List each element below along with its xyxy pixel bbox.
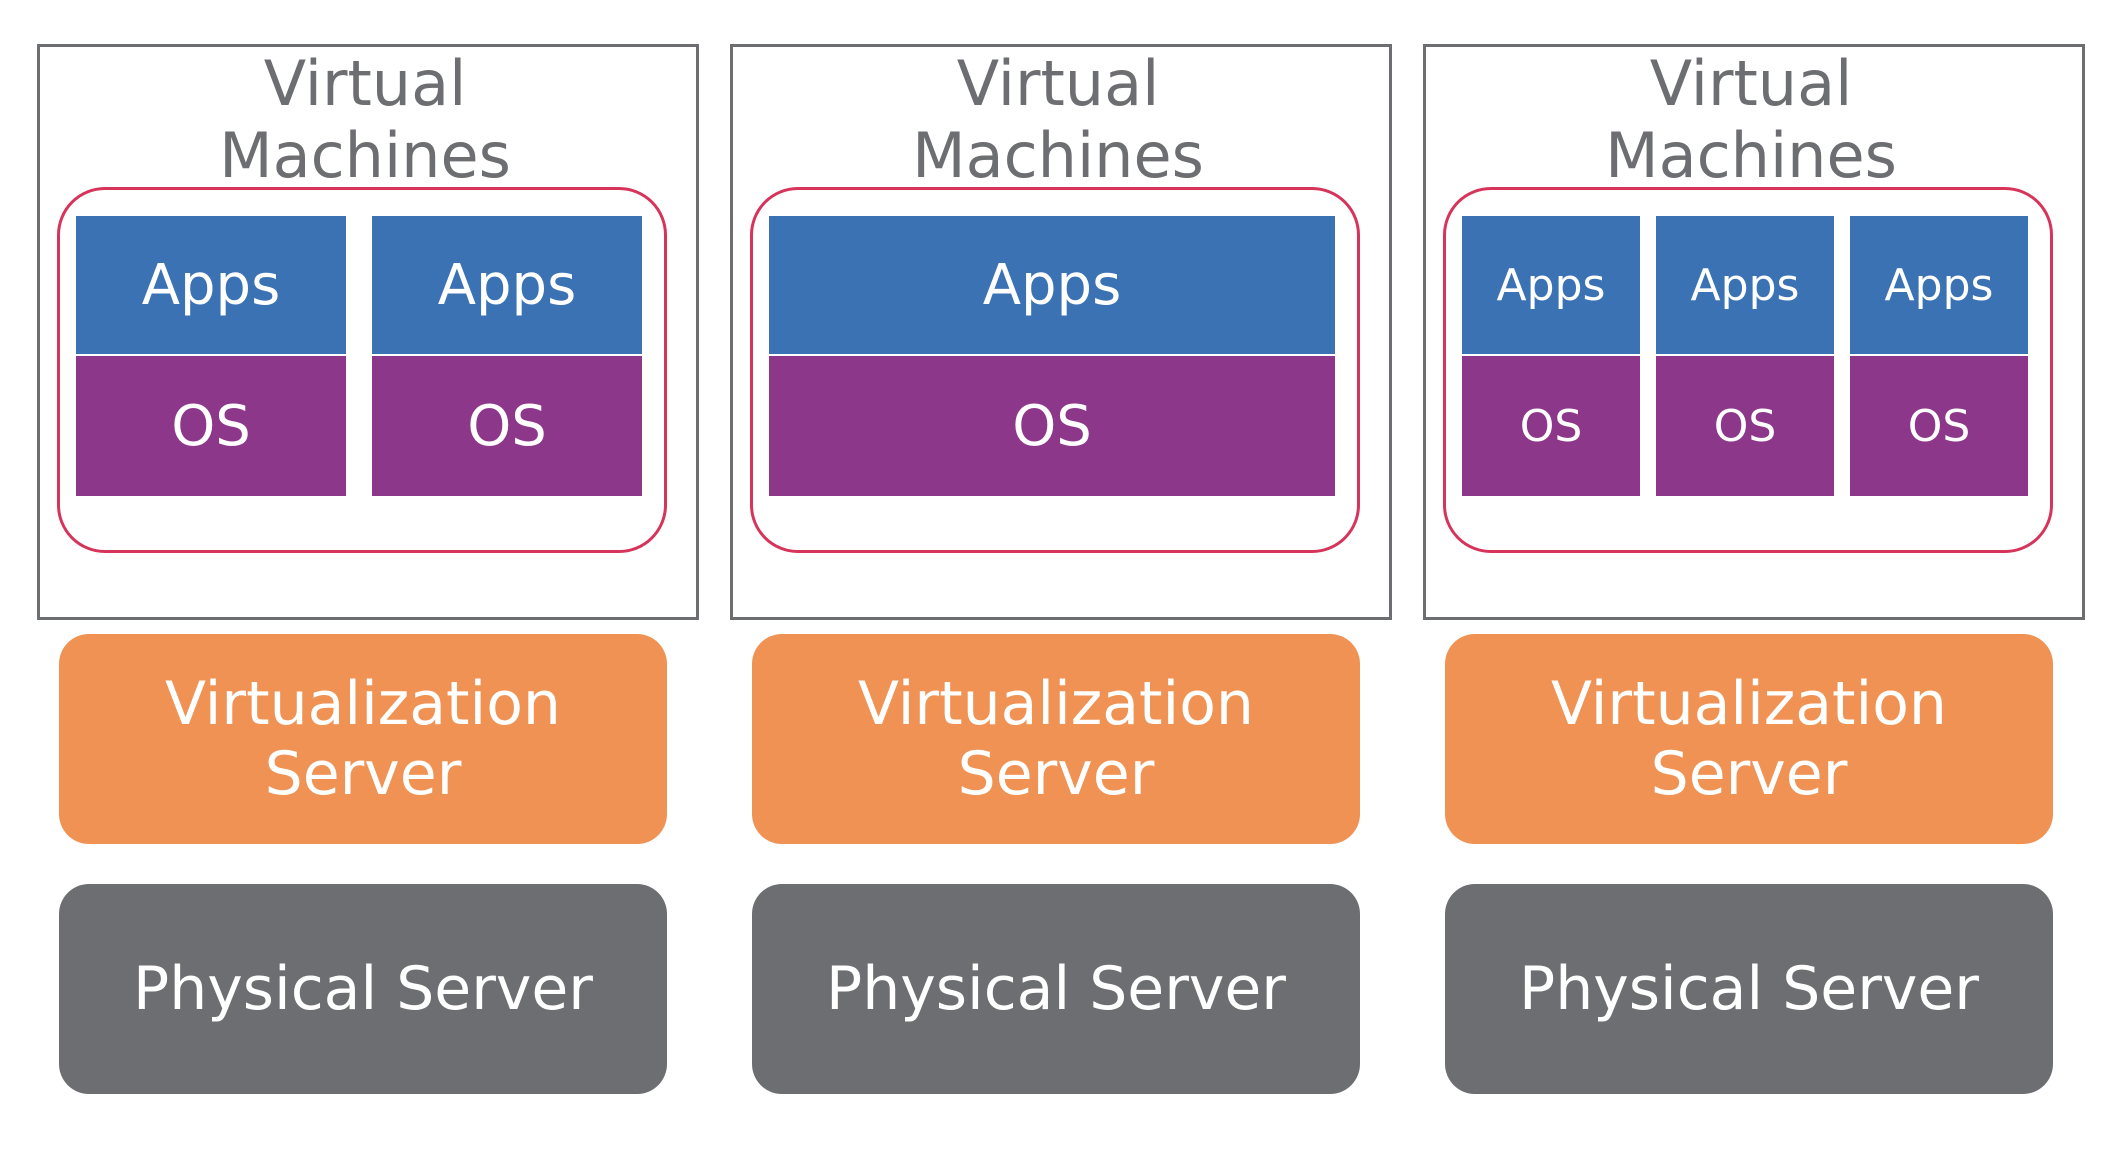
server-stack-1: Virtual Machines Apps OS Apps OS Virtual…	[37, 0, 699, 1152]
vm: Apps OS	[1850, 216, 2028, 496]
os-layer: OS	[1850, 356, 2028, 496]
virtual-machines-title: Virtual Machines	[1605, 47, 1897, 192]
vm-group: Apps OS	[750, 187, 1360, 553]
os-layer: OS	[1656, 356, 1834, 496]
virtual-machines-title: Virtual Machines	[219, 47, 511, 192]
virtualization-server: Virtualization Server	[59, 634, 667, 844]
vm: Apps OS	[372, 216, 642, 496]
apps-layer: Apps	[372, 216, 642, 354]
server-stack-3: Virtual Machines Apps OS Apps OS Apps OS…	[1423, 0, 2085, 1152]
vm: Apps OS	[1462, 216, 1640, 496]
physical-server: Physical Server	[1445, 884, 2053, 1094]
vm: Apps OS	[76, 216, 346, 496]
physical-server: Physical Server	[752, 884, 1360, 1094]
os-layer: OS	[76, 356, 346, 496]
apps-layer: Apps	[769, 216, 1335, 354]
vm: Apps OS	[769, 216, 1335, 496]
os-layer: OS	[372, 356, 642, 496]
vm: Apps OS	[1656, 216, 1834, 496]
physical-server: Physical Server	[59, 884, 667, 1094]
virtualization-server: Virtualization Server	[1445, 634, 2053, 844]
vm-group: Apps OS Apps OS	[57, 187, 667, 553]
apps-layer: Apps	[1656, 216, 1834, 354]
os-layer: OS	[1462, 356, 1640, 496]
apps-layer: Apps	[1850, 216, 2028, 354]
os-layer: OS	[769, 356, 1335, 496]
apps-layer: Apps	[76, 216, 346, 354]
server-stack-2: Virtual Machines Apps OS Virtualization …	[730, 0, 1392, 1152]
virtual-machines-title: Virtual Machines	[912, 47, 1204, 192]
vm-group: Apps OS Apps OS Apps OS	[1443, 187, 2053, 553]
virtualization-server: Virtualization Server	[752, 634, 1360, 844]
apps-layer: Apps	[1462, 216, 1640, 354]
